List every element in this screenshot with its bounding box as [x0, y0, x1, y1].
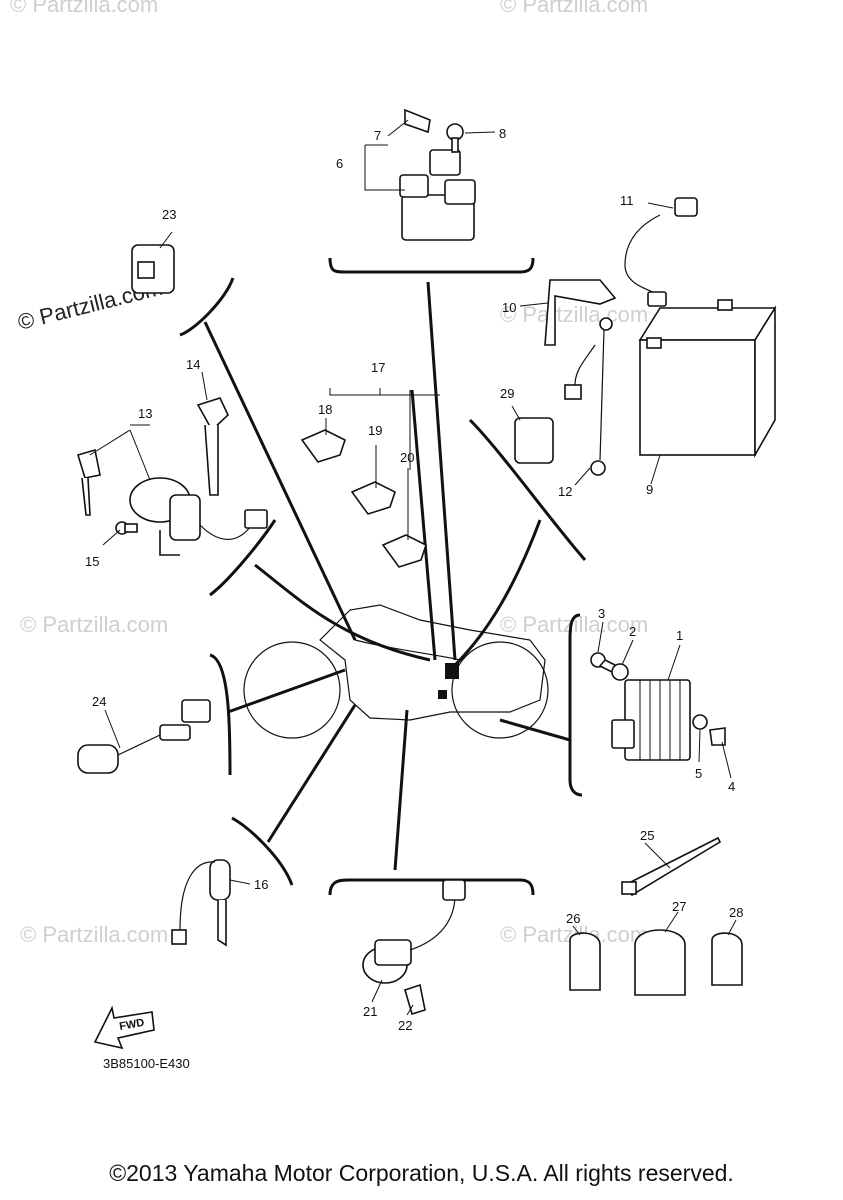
- callout-24: 24: [92, 694, 106, 709]
- watermark-4: © Partzilla.com: [20, 612, 168, 637]
- callout-11: 11: [620, 193, 634, 208]
- callout-labels: 1 2 3 4 5 6 7 8 9 10 11 12 13 14 15 16 1…: [85, 126, 743, 1033]
- callout-6: 6: [336, 156, 343, 171]
- callout-18: 18: [318, 402, 332, 417]
- callout-17: 17: [371, 360, 385, 375]
- callout-3: 3: [598, 606, 605, 621]
- part-battery: [638, 299, 777, 459]
- battery-marker: [445, 663, 459, 679]
- callout-7: 7: [374, 128, 381, 143]
- callout-23: 23: [162, 207, 176, 222]
- part-rectifier: [590, 652, 726, 761]
- callout-5: 5: [695, 766, 702, 781]
- watermark-2: © Partzilla.com: [500, 0, 648, 17]
- harness-route: [354, 639, 461, 661]
- watermark-3: © Partzilla.com: [500, 302, 648, 327]
- callout-2: 2: [629, 624, 636, 639]
- callout-21: 21: [363, 1004, 377, 1019]
- callout-8: 8: [499, 126, 506, 141]
- callout-26: 26: [566, 911, 580, 926]
- callout-27: 27: [672, 899, 686, 914]
- callout-28: 28: [729, 905, 743, 920]
- watermark-6: © Partzilla.com: [20, 922, 168, 947]
- fwd-arrow: FWD: [93, 1005, 155, 1050]
- part-battery-band: [544, 279, 617, 346]
- callout-25: 25: [640, 828, 654, 843]
- callout-29: 29: [500, 386, 514, 401]
- front-wheel: [243, 641, 341, 739]
- callout-15: 15: [85, 554, 99, 569]
- part-starter-relay: [399, 108, 476, 241]
- diagram-code: 3B85100-E430: [103, 1056, 190, 1071]
- part-relay-29: [514, 417, 554, 464]
- copyright-footer: ©2013 Yamaha Motor Corporation, U.S.A. A…: [109, 1160, 734, 1186]
- callout-4: 4: [728, 779, 735, 794]
- part-sensor-21: [362, 879, 466, 1016]
- part-main-switch: [76, 397, 268, 556]
- watermarks: © Partzilla.com © Partzilla.com © Partzi…: [10, 0, 648, 947]
- group-leaders: [203, 281, 571, 871]
- part-cable-tie: [621, 836, 722, 897]
- callout-10: 10: [502, 300, 516, 315]
- group-brackets: [179, 257, 587, 896]
- callout-20: 20: [400, 450, 414, 465]
- watermark-1: © Partzilla.com: [10, 0, 158, 17]
- motorcycle-outline: [243, 604, 549, 739]
- part-relay-23: [131, 244, 175, 294]
- callout-9: 9: [646, 482, 653, 497]
- part-sensor-24: [77, 699, 211, 774]
- component-marker: [438, 690, 447, 699]
- callout-13: 13: [138, 406, 152, 421]
- frame-outline: [319, 604, 546, 721]
- part-fuses: [300, 429, 427, 568]
- callout-leaders: [89, 119, 737, 1016]
- callout-16: 16: [254, 877, 268, 892]
- callout-12: 12: [558, 484, 572, 499]
- callout-1: 1: [676, 628, 683, 643]
- fwd-label: FWD: [118, 1017, 145, 1033]
- callout-22: 22: [398, 1018, 412, 1033]
- callout-14: 14: [186, 357, 200, 372]
- rear-wheel: [451, 641, 549, 739]
- part-battery-lead: [624, 197, 698, 307]
- part-clamps: [569, 929, 743, 996]
- part-cable-12: [564, 317, 613, 476]
- callout-19: 19: [368, 423, 382, 438]
- part-switch-16: [171, 859, 231, 947]
